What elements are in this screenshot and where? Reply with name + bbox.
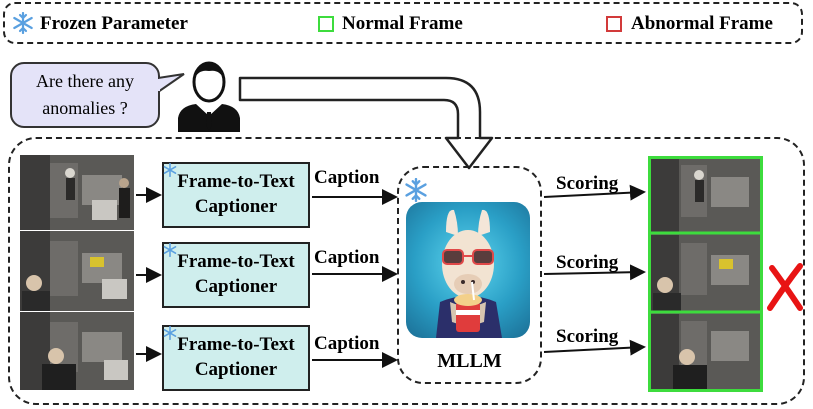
captioner-2-line-1: Frame-to-Text xyxy=(177,251,295,272)
query-line-2: anomalies ? xyxy=(42,98,128,118)
legend-bar xyxy=(3,2,803,44)
legend-abnormal-label: Abnormal Frame xyxy=(631,13,773,34)
legend-normal-label: Normal Frame xyxy=(342,13,463,34)
scoring-label-3: Scoring xyxy=(556,326,619,347)
mllm-box xyxy=(397,166,542,384)
legend-normal-swatch xyxy=(318,16,334,32)
caption-label-1: Caption xyxy=(314,167,380,188)
caption-label-3: Caption xyxy=(314,333,380,354)
captioner-2: Frame-to-Text Captioner xyxy=(162,242,310,308)
frame-to-captioner-arrows xyxy=(136,187,162,362)
captioner-2-line-2: Captioner xyxy=(194,276,278,297)
snowflake-icon xyxy=(163,326,177,340)
query-arrow xyxy=(238,76,494,170)
snowflake-icon xyxy=(163,163,177,177)
person-icon xyxy=(178,61,240,132)
captioner-3-line-2: Captioner xyxy=(194,359,278,380)
snowflake-icon xyxy=(405,178,427,202)
query-speech-bubble: Are there any anomalies ? xyxy=(10,62,160,128)
scoring-arrows xyxy=(543,184,646,356)
caption-label-2: Caption xyxy=(314,247,380,268)
legend-abnormal-swatch xyxy=(606,16,622,32)
query-line-1: Are there any xyxy=(36,71,134,91)
scoring-label-1: Scoring xyxy=(556,173,619,194)
snowflake-icon xyxy=(163,243,177,257)
captioner-1-line-1: Frame-to-Text xyxy=(177,171,295,192)
input-frame-2 xyxy=(20,231,134,311)
mllm-label: MLLM xyxy=(437,350,502,372)
captioner-3-line-1: Frame-to-Text xyxy=(177,334,295,355)
legend-frozen-label: Frozen Parameter xyxy=(40,13,188,34)
captioner-1: Frame-to-Text Captioner xyxy=(162,162,310,228)
speech-bubble-tail xyxy=(158,73,185,94)
caption-arrows xyxy=(312,189,398,368)
pipeline-container xyxy=(8,137,805,405)
llama-mascot-image xyxy=(406,202,530,338)
snowflake-icon xyxy=(13,12,33,34)
captioner-1-line-2: Captioner xyxy=(194,196,278,217)
scoring-label-2: Scoring xyxy=(556,252,619,273)
output-frames xyxy=(648,156,763,392)
output-frame-2 xyxy=(651,235,749,311)
output-frame-1 xyxy=(651,159,749,233)
input-frame-1 xyxy=(20,155,134,230)
captioner-3: Frame-to-Text Captioner xyxy=(162,325,310,391)
red-cross-icon xyxy=(767,263,803,311)
output-frame-3 xyxy=(651,314,749,389)
input-frame-3 xyxy=(20,312,134,390)
